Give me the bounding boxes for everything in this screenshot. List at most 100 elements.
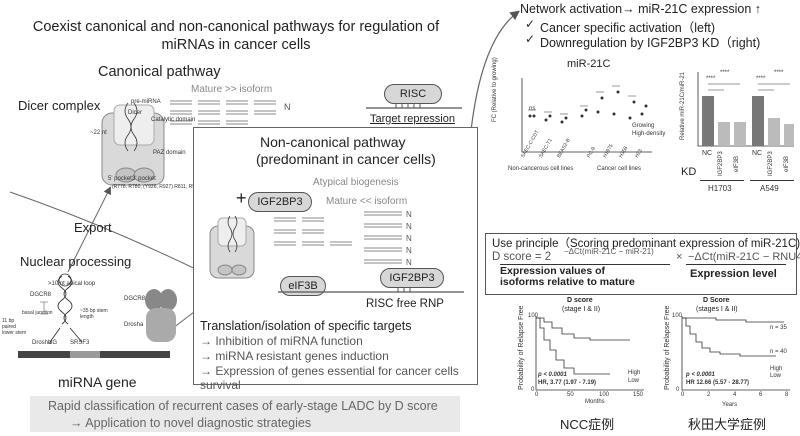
dscore-exponent-2: −ΔCt(miR-21C − RNU48)	[688, 251, 800, 263]
km-right-xtick-2: 4	[733, 392, 737, 398]
bottom-banner: Rapid classification of recurrent cases …	[30, 396, 460, 432]
dscore-label-1: Expression values of isoforms relative t…	[500, 265, 635, 288]
dscore-box	[485, 233, 797, 295]
dscore-underline-2	[686, 264, 786, 265]
km-right-xtick-1: 2	[707, 392, 711, 398]
km-left-xtick-2: 100	[599, 392, 610, 398]
mir21c-ylabel: FC (Relative to growing)	[492, 57, 498, 122]
noncanonical-heading-1: Non-canonical pathway	[260, 134, 406, 150]
plus-sign: +	[236, 188, 247, 208]
km-right-n-low: n = 40	[770, 349, 787, 355]
dscore-underline-1	[500, 264, 670, 265]
use-principle-label: Use principle（Scoring predominant expres…	[492, 238, 800, 250]
km-right-xtick-4: 8	[785, 392, 789, 398]
km-left-ytick-5: 0	[531, 387, 535, 393]
canonical-mature-label: Mature >> isoform	[191, 84, 273, 95]
target-repression-label: Target repression	[370, 113, 455, 125]
svg-text:N: N	[284, 102, 291, 112]
km-right-n-high: n = 35	[770, 325, 787, 331]
km-right-ytick-5: 0	[676, 387, 680, 393]
canonical-heading: Canonical pathway	[98, 64, 221, 80]
mir21c-legend-growing: Growing	[632, 123, 655, 129]
dscore-exponent-1: −ΔCt(miR-21C − miR-21)	[564, 247, 654, 256]
export-label: Export	[74, 220, 112, 235]
km-right-plot	[681, 316, 790, 391]
km-left-xtick-0: 0	[535, 392, 539, 398]
catalytic-domain-label: Catalytic domain	[151, 117, 196, 123]
kd-bar-chart	[697, 72, 794, 147]
igf2bp3-top-pill: IGF2BP3	[248, 192, 312, 212]
network-check-2: ✓	[525, 32, 536, 46]
apical-loop-label: >10 nt apical loop	[48, 281, 96, 287]
canonical-rna-lines: N	[170, 100, 291, 125]
risc-pill: RISC	[384, 84, 442, 104]
mir21c-title: miR-21C	[567, 58, 611, 70]
network-check-1: ✓	[525, 17, 536, 31]
noncanonical-heading-2: (predominant in cancer cells)	[256, 151, 436, 167]
basal-junction-label: basal junction	[22, 310, 53, 316]
noncanonical-mature-label: Mature << isoform	[326, 196, 408, 207]
kd-cell-1: H1703	[708, 184, 732, 193]
kd-group-line-1	[700, 180, 744, 181]
km-left-legend-low: Low	[628, 378, 640, 384]
kd-group-line-2	[750, 180, 794, 181]
km-left-subtitle: (stage I & II)	[562, 306, 601, 313]
kd-label: KD	[681, 166, 697, 178]
paired-stem-label: 11 bp paired lower stem	[2, 318, 27, 336]
svg-text:N: N	[406, 246, 412, 255]
km-right-legend-high: High	[770, 366, 783, 372]
svg-text:N: N	[406, 210, 412, 219]
km-left-xtick-1: 50	[567, 392, 574, 398]
mrna-line-bottom	[278, 288, 464, 293]
kd-xlabel-1: NC	[702, 150, 713, 157]
mir21c-ns: ns	[529, 106, 536, 112]
mir21c-legend-high: High-density	[632, 131, 666, 137]
km-right-legend-low: Low	[770, 373, 782, 379]
dicer-complex-label: Dicer complex	[18, 98, 101, 113]
dscore-formula-lhs: D score = 2	[492, 251, 552, 263]
stem-length-label: ~35 bp stem length	[80, 308, 108, 320]
ug-label: UG	[48, 340, 57, 346]
pocket-3-label: 3' pocket	[132, 176, 156, 182]
network-bullet-2: Downregulation by IGF2BP3 KD（right)	[540, 36, 761, 50]
km-left-caption: NCC症例	[560, 417, 615, 432]
bottom-line-2: → Application to novel diagnostic strate…	[70, 416, 312, 430]
kd-stars-2: ****	[720, 70, 730, 76]
kd-stars-3: ****	[756, 76, 766, 82]
srsf3-label: SRSF3	[70, 340, 90, 346]
km-right-pvalue: p < 0.0001	[686, 372, 715, 378]
km-right-xlabel: Years	[722, 402, 738, 408]
microprocessor-diagram	[145, 289, 177, 342]
svg-text:N: N	[406, 234, 412, 243]
paz-domain-label: PAZ domain	[153, 150, 186, 156]
igf2bp3-bottom-pill: IGF2BP3	[380, 268, 444, 288]
drosha-right-label: Drosha	[124, 322, 144, 328]
target-item-2: → miRNA resistant genes induction	[200, 349, 389, 363]
nuclear-processing-label: Nuclear processing	[20, 254, 132, 269]
pocket-5-label: 5' pocket	[108, 176, 132, 182]
dicer-pre-mirna-label: pre-miRNA	[131, 99, 161, 105]
nt-label: ~22 nt	[90, 130, 107, 136]
dscore-label-2: Expression level	[690, 268, 777, 280]
km-right-hr: HR 12.66 (5.57 - 28.77)	[686, 380, 750, 386]
kd-stars-1: ****	[706, 76, 716, 82]
targets-heading: Translation/isolation of specific target…	[200, 319, 412, 333]
km-left-xlabel: Months	[585, 399, 605, 405]
kd-xlabel-5: IGF2BP3	[768, 151, 774, 176]
km-left-legend-high: High	[628, 370, 641, 376]
km-left-hr: HR, 3.77 (1.97 - 7.19)	[538, 380, 597, 386]
dicer-complex-diagram	[101, 102, 165, 186]
km-right-title: D Score	[703, 297, 730, 304]
noncanonical-dicer-diagram	[209, 215, 255, 279]
km-left-pvalue: p < 0.0001	[538, 372, 567, 378]
dgcr8-right-label: DGCR8	[124, 296, 146, 302]
kd-xlabel-2: IGF2BP3	[718, 151, 724, 176]
drosha-diagram	[40, 273, 83, 343]
km-left-ylabel: Probability of Relapse Free	[518, 305, 525, 390]
mrna-line-top	[366, 104, 462, 109]
bottom-line-1: Rapid classification of recurrent cases …	[48, 399, 438, 413]
atypical-biogenesis-label: Atypical biogenesis	[313, 177, 399, 188]
km-left-plot	[535, 316, 644, 391]
kd-xlabel-6: eIF3B	[784, 155, 790, 172]
